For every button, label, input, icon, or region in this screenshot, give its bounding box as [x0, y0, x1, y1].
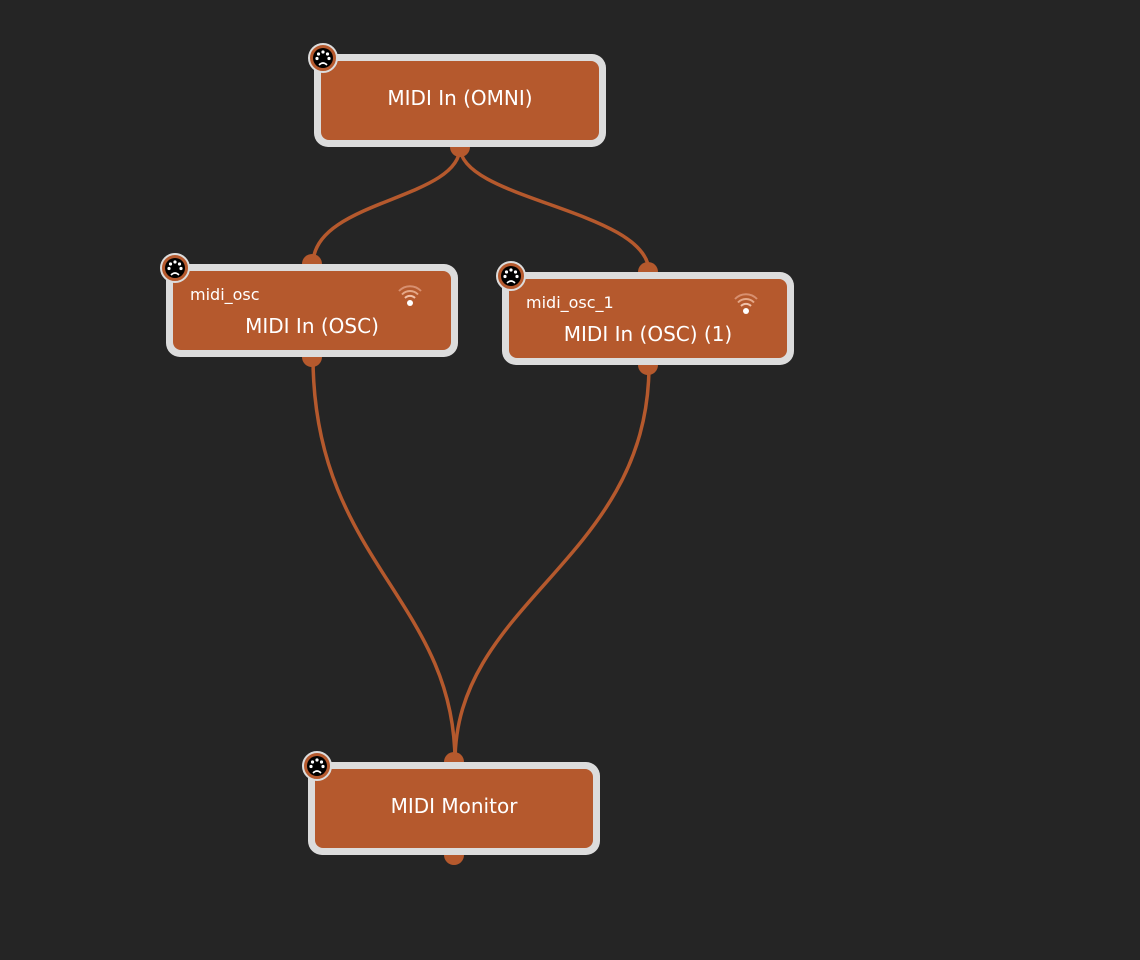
node-midi-in-osc[interactable]: midi_osc MIDI In (OSC): [160, 253, 458, 367]
edge-osc1-to-monitor[interactable]: [453, 364, 651, 763]
midi-din-icon: [308, 43, 338, 73]
wifi-icon: [734, 293, 758, 315]
node-midi-in-osc-1[interactable]: midi_osc_1 MIDI In (OSC) (1): [496, 261, 794, 375]
output-port[interactable]: [302, 357, 322, 367]
midi-din-icon: [302, 751, 332, 781]
input-port[interactable]: [444, 752, 464, 762]
output-port[interactable]: [450, 147, 470, 157]
node-title: MIDI In (OSC) (1): [563, 322, 733, 346]
node-name: midi_osc_1: [526, 293, 614, 312]
edge-omni-to-osc[interactable]: [311, 146, 462, 265]
wifi-icon: [398, 285, 422, 307]
output-port[interactable]: [444, 855, 464, 865]
node-title: MIDI In (OSC): [245, 314, 379, 338]
input-port[interactable]: [302, 254, 322, 264]
midi-din-icon: [496, 261, 526, 291]
node-midi-monitor[interactable]: MIDI Monitor: [302, 751, 600, 865]
midi-din-icon: [160, 253, 190, 283]
edge-osc-to-monitor[interactable]: [311, 356, 457, 763]
node-midi-in-omni[interactable]: MIDI In (OMNI): [308, 43, 606, 157]
edge-omni-to-osc1[interactable]: [458, 146, 651, 273]
node-name: midi_osc: [190, 285, 260, 304]
node-title: MIDI In (OMNI): [387, 86, 533, 110]
output-port[interactable]: [638, 365, 658, 375]
input-port[interactable]: [638, 262, 658, 272]
node-title: MIDI Monitor: [390, 794, 518, 818]
